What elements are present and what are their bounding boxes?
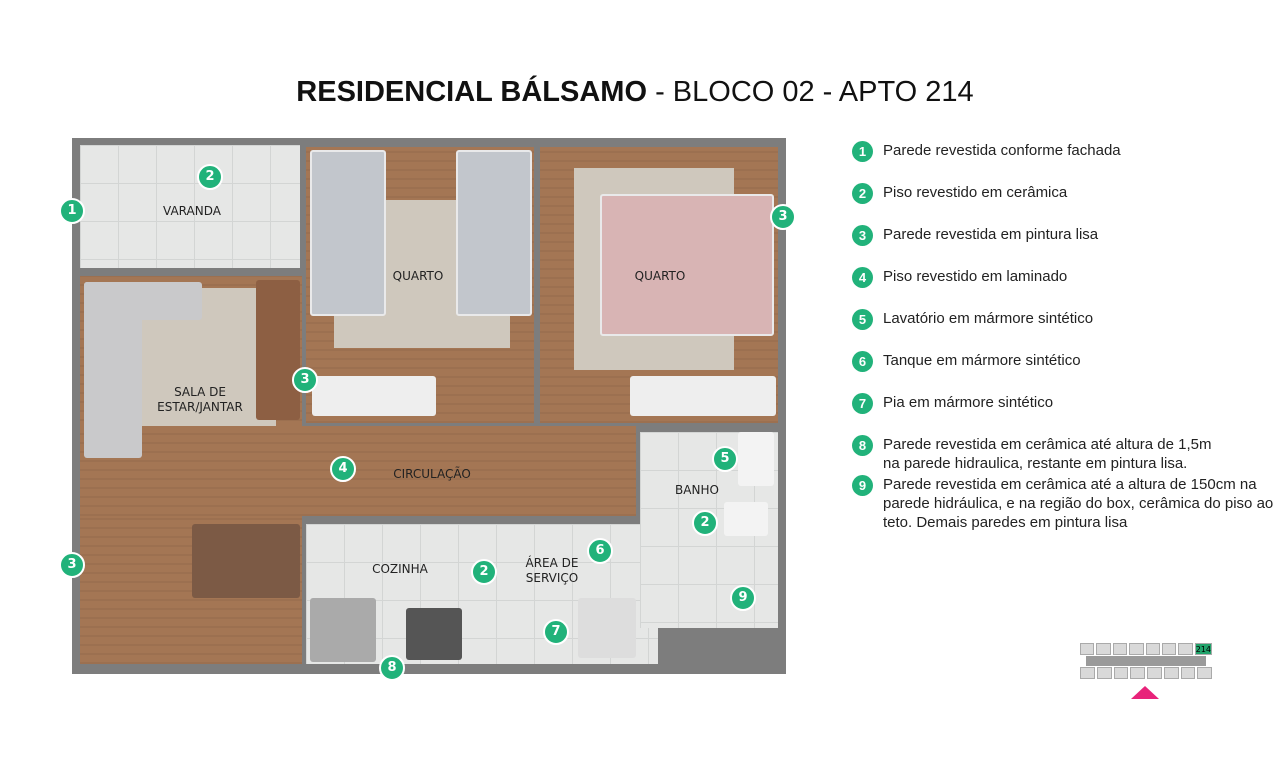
marker-7: 7: [543, 619, 569, 645]
marker-2: 2: [197, 164, 223, 190]
legend-item: 8 Parede revestida em cerâmica até altura…: [852, 435, 1277, 473]
label-sala: SALA DE ESTAR/JANTAR: [157, 385, 243, 414]
legend-number: 1: [852, 141, 873, 162]
legend-text: Pia em mármore sintético: [883, 394, 1054, 411]
legend-item: 5 Lavatório em mármore sintético: [852, 309, 1277, 330]
legend-text: Parede revestida em pintura lisa: [883, 226, 1099, 243]
page-title: RESIDENCIAL BÁLSAMO - BLOCO 02 - APTO 21…: [0, 76, 1270, 109]
room-varanda: [80, 145, 300, 268]
label-varanda: VARANDA: [163, 204, 221, 218]
label-banho: BANHO: [675, 483, 719, 497]
label-quarto-1: QUARTO: [392, 269, 444, 283]
marker-4: 4: [330, 456, 356, 482]
label-quarto-2: QUARTO: [634, 269, 686, 283]
marker-3: 3: [59, 552, 85, 578]
room-circulacao: [80, 426, 636, 516]
legend-text: Parede revestida em cerâmica até a altur…: [883, 476, 1274, 531]
location-arrow-icon: [1131, 686, 1159, 699]
wardrobe: [312, 376, 436, 416]
key-plan: 214: [1080, 643, 1213, 679]
room-jantar: [80, 516, 302, 664]
bed: [310, 150, 386, 316]
legend-text: Parede revestida em cerâmica até altura …: [883, 436, 1212, 472]
legend-item: 3 Parede revestida em pintura lisa: [852, 225, 1277, 246]
legend-number: 4: [852, 267, 873, 288]
legend-item: 6 Tanque em mármore sintético: [852, 351, 1277, 372]
legend-number: 7: [852, 393, 873, 414]
bed: [456, 150, 532, 316]
title-bold: RESIDENCIAL BÁLSAMO: [296, 76, 648, 108]
marker-3: 3: [770, 204, 796, 230]
dining-table: [192, 524, 300, 598]
sofa: [84, 282, 142, 458]
sink: [738, 432, 774, 486]
label-area-servico: ÁREA DE SERVIÇO: [525, 556, 579, 585]
legend-number: 5: [852, 309, 873, 330]
legend-number: 2: [852, 183, 873, 204]
stove: [406, 608, 462, 660]
legend-text: Piso revestido em cerâmica: [883, 184, 1068, 201]
toilet: [724, 502, 768, 536]
legend-item: 9 Parede revestida em cerâmica até a altu…: [852, 475, 1277, 532]
legend-number: 8: [852, 435, 873, 456]
bed: [600, 194, 774, 336]
legend-item: 7 Pia em mármore sintético: [852, 393, 1277, 414]
legend-item: 4 Piso revestido em laminado: [852, 267, 1277, 288]
marker-6: 6: [587, 538, 613, 564]
marker-1: 1: [59, 198, 85, 224]
title-rest: - BLOCO 02 - APTO 214: [647, 76, 974, 108]
fridge: [310, 598, 376, 662]
washing-machine: [578, 598, 636, 658]
marker-2: 2: [692, 510, 718, 536]
marker-9: 9: [730, 585, 756, 611]
legend-number: 9: [852, 475, 873, 496]
floor-plan: VARANDA QUARTO QUARTO SALA DE ESTAR/JANT…: [72, 138, 786, 674]
marker-3: 3: [292, 367, 318, 393]
marker-5: 5: [712, 446, 738, 472]
label-circulacao: CIRCULAÇÃO: [393, 467, 471, 481]
legend-text: Piso revestido em laminado: [883, 268, 1068, 285]
legend-text: Tanque em mármore sintético: [883, 352, 1081, 369]
marker-2: 2: [471, 559, 497, 585]
legend-text: Lavatório em mármore sintético: [883, 310, 1094, 327]
legend-item: 2 Piso revestido em cerâmica: [852, 183, 1277, 204]
legend-number: 3: [852, 225, 873, 246]
label-cozinha: COZINHA: [372, 562, 428, 576]
desk: [256, 280, 300, 420]
legend-item: 1 Parede revestida conforme fachada: [852, 141, 1277, 162]
marker-8: 8: [379, 655, 405, 681]
legend-text: Parede revestida conforme fachada: [883, 142, 1121, 159]
wardrobe: [630, 376, 776, 416]
unit-tag: 214: [1194, 643, 1213, 655]
legend-number: 6: [852, 351, 873, 372]
